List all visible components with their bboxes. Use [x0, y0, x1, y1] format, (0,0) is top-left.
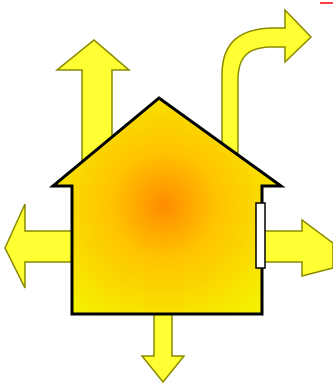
window [256, 203, 265, 268]
